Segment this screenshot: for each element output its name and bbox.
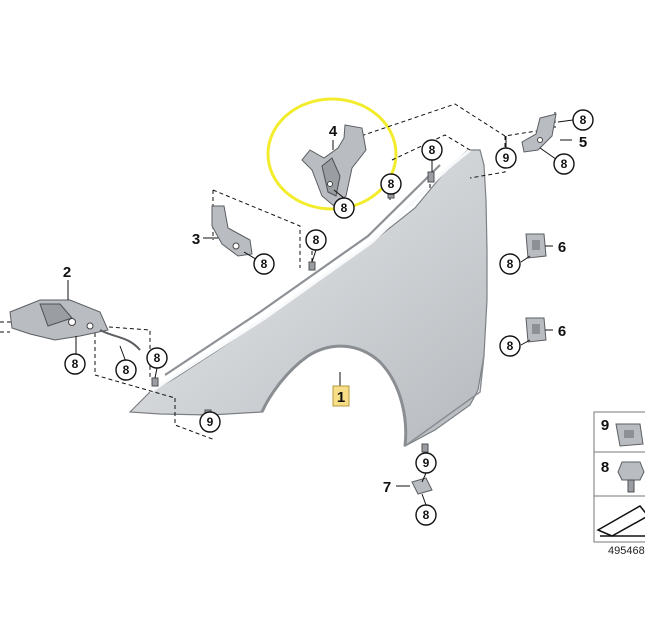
callout-part-7[interactable]: 7 — [383, 479, 391, 496]
legend-item-9: 9 — [601, 417, 644, 447]
circle-callout-8-h[interactable]: 8 — [499, 253, 521, 275]
fastener-legend: 9 8 — [593, 411, 645, 543]
circle-callout-8-e[interactable]: 8 — [333, 197, 355, 219]
svg-text:8: 8 — [123, 363, 130, 377]
callout-part-1[interactable]: 1 — [332, 385, 350, 407]
callout-part-2[interactable]: 2 — [63, 264, 71, 281]
circle-callout-8-i[interactable]: 8 — [499, 335, 521, 357]
circle-callout-8-f[interactable]: 8 — [305, 229, 327, 251]
bracket-part-5 — [521, 113, 557, 153]
bracket-part-4 — [301, 124, 367, 207]
bracket-part-3 — [211, 205, 253, 257]
circle-callout-8-k[interactable]: 8 — [115, 359, 137, 381]
circle-callout-8-l[interactable]: 8 — [64, 353, 86, 375]
svg-text:5: 5 — [579, 134, 587, 151]
svg-text:8: 8 — [561, 157, 568, 171]
circle-callout-8-b[interactable]: 8 — [553, 153, 575, 175]
circle-callout-9-c[interactable]: 9 — [415, 452, 437, 474]
svg-text:8: 8 — [580, 113, 587, 127]
fender-panel — [128, 148, 488, 448]
callout-part-6-upper[interactable]: 6 — [558, 239, 566, 256]
bracket-part-2 — [9, 299, 141, 351]
highlight-ring — [266, 97, 398, 211]
circle-callout-8-j[interactable]: 8 — [146, 347, 168, 369]
svg-text:9: 9 — [423, 456, 430, 470]
legend-item-8: 8 — [601, 459, 645, 493]
clip-part-6-upper — [525, 233, 547, 259]
svg-text:8: 8 — [154, 351, 161, 365]
circle-callout-9-a[interactable]: 9 — [495, 147, 517, 169]
clip-part-7 — [411, 477, 433, 495]
svg-text:8: 8 — [507, 257, 514, 271]
svg-text:4: 4 — [329, 123, 338, 140]
svg-text:8: 8 — [507, 339, 514, 353]
svg-text:6: 6 — [558, 323, 566, 340]
callout-part-3[interactable]: 3 — [192, 231, 200, 248]
svg-text:8: 8 — [388, 177, 395, 191]
svg-text:9: 9 — [503, 151, 510, 165]
circle-callout-8-a[interactable]: 8 — [572, 109, 594, 131]
svg-text:8: 8 — [423, 508, 430, 522]
svg-text:1: 1 — [337, 389, 345, 406]
circle-callout-8-m[interactable]: 8 — [415, 504, 437, 526]
circle-callout-8-d[interactable]: 8 — [380, 173, 402, 195]
callout-part-5[interactable]: 5 — [579, 134, 587, 151]
circle-callout-9-b[interactable]: 9 — [199, 411, 221, 433]
legend-wrench-icon — [596, 505, 645, 537]
svg-text:6: 6 — [558, 239, 566, 256]
circle-callout-8-c[interactable]: 8 — [421, 139, 443, 161]
svg-text:8: 8 — [341, 201, 348, 215]
circle-callout-8-g[interactable]: 8 — [253, 253, 275, 275]
svg-text:7: 7 — [383, 479, 391, 496]
svg-text:8: 8 — [72, 357, 79, 371]
reference-number: 495468 — [608, 545, 645, 557]
svg-text:8: 8 — [429, 143, 436, 157]
svg-text:8: 8 — [601, 459, 609, 476]
svg-text:9: 9 — [207, 415, 214, 429]
callout-part-6-lower[interactable]: 6 — [558, 323, 566, 340]
svg-text:8: 8 — [261, 257, 268, 271]
svg-text:2: 2 — [63, 264, 71, 281]
svg-text:9: 9 — [601, 417, 609, 434]
callout-part-4[interactable]: 4 — [329, 123, 338, 140]
svg-text:8: 8 — [313, 233, 320, 247]
clip-part-6-lower — [525, 317, 547, 343]
svg-text:3: 3 — [192, 231, 200, 248]
